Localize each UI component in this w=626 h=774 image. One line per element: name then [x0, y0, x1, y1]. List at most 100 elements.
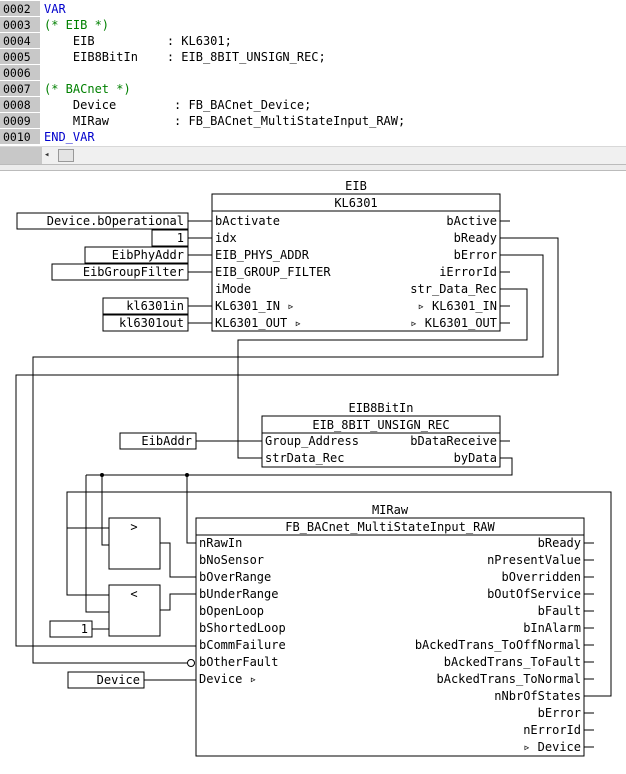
block-output-pin: bDataReceive — [410, 434, 497, 448]
line-number: 0005 — [0, 49, 40, 65]
block-input-pin: idx — [215, 231, 237, 245]
block-box — [261, 415, 501, 468]
wire — [15, 237, 559, 647]
code-line[interactable]: END_VAR — [44, 129, 95, 145]
block-output-pin: bOutOfService — [487, 587, 581, 601]
wire — [85, 475, 109, 613]
input-box-label: 1 — [81, 622, 88, 636]
input-box — [16, 212, 189, 230]
line-number: 0010 — [0, 129, 40, 145]
input-box-label: 1 — [177, 231, 184, 245]
negation-circle — [187, 659, 195, 667]
input-box — [102, 314, 189, 332]
comparator-operator: < — [130, 587, 137, 601]
block-input-pin: strData_Rec — [265, 451, 344, 465]
block-input-pin: bOverRange — [199, 570, 271, 584]
code-line[interactable]: Device : FB_BACnet_Device; — [44, 97, 311, 113]
input-box — [67, 671, 145, 689]
code-token: EIB8BitIn : EIB_8BIT_UNSIGN_REC; — [44, 50, 326, 64]
block-input-pin: EIB_GROUP_FILTER — [215, 265, 331, 279]
block-instance-name: EIB — [345, 179, 367, 193]
block-type-name: EIB_8BIT_UNSIGN_REC — [312, 418, 449, 432]
line-number: 0009 — [0, 113, 40, 129]
line-number: 0008 — [0, 97, 40, 113]
wire — [66, 491, 612, 697]
miraw-function-block: MIRawFB_BACnet_MultiStateInput_RAWnRawIn… — [195, 503, 594, 757]
input-kl6301out: kl6301out — [102, 314, 189, 332]
block-output-pin: ▹ Device — [523, 740, 581, 754]
block-output-pin: str_Data_Rec — [410, 282, 497, 296]
pane-splitter[interactable] — [0, 164, 626, 171]
block-input-pin: bShortedLoop — [199, 621, 286, 635]
block-output-pin: bReady — [538, 536, 581, 550]
less-than-block: < — [108, 584, 161, 637]
block-instance-name: MIRaw — [372, 503, 409, 517]
wire — [160, 542, 196, 578]
block-output-pin: bReady — [454, 231, 497, 245]
greater-than-block: > — [108, 517, 161, 570]
code-line[interactable]: MIRaw : FB_BACnet_MultiStateInput_RAW; — [44, 113, 405, 129]
block-output-pin: ▹ KL6301_OUT — [410, 316, 497, 330]
input-box-label: Device — [97, 673, 140, 687]
code-line[interactable]: EIB8BitIn : EIB_8BIT_UNSIGN_REC; — [44, 49, 326, 65]
input-box-label: EibAddr — [141, 434, 192, 448]
line-number: 0006 — [0, 65, 40, 81]
code-line[interactable]: VAR — [44, 1, 66, 17]
code-token: END_VAR — [44, 130, 95, 144]
block-input-pin: Group_Address — [265, 434, 359, 448]
input-box-label: Device.bOperational — [47, 214, 184, 228]
block-output-pin: bActive — [446, 214, 497, 228]
input-eibgroupfilter: EibGroupFilter — [51, 263, 189, 281]
block-output-pin: bOverridden — [502, 570, 581, 584]
block-output-pin: bAckedTrans_ToNormal — [437, 672, 582, 686]
input-box — [51, 263, 189, 281]
block-output-pin: bAckedTrans_ToOffNormal — [415, 638, 581, 652]
input-device-boperational: Device.bOperational — [16, 212, 189, 230]
line-number: 0002 — [0, 1, 40, 17]
scroll-thumb[interactable] — [58, 149, 74, 162]
line-number: 0007 — [0, 81, 40, 97]
junction-dot — [185, 473, 189, 477]
block-input-pin: bCommFailure — [199, 638, 286, 652]
block-instance-name: EIB8BitIn — [348, 401, 413, 415]
block-input-pin: bNoSensor — [199, 553, 264, 567]
comparator-box — [108, 584, 161, 637]
code-token: EIB : KL6301; — [44, 34, 232, 48]
wire — [32, 254, 544, 664]
input-lt-const: 1 — [49, 620, 93, 638]
input-box — [102, 297, 189, 315]
block-output-pin: bAckedTrans_ToFault — [444, 655, 581, 669]
block-input-pin: bOtherFault — [199, 655, 278, 669]
block-type-name: KL6301 — [334, 196, 377, 210]
comparator-operator: > — [130, 520, 137, 534]
horizontal-scrollbar[interactable]: ◂ — [0, 146, 626, 164]
line-number-gutter — [0, 147, 42, 164]
wire — [237, 288, 528, 459]
code-token: Device : FB_BACnet_Device; — [44, 98, 312, 112]
line-number: 0003 — [0, 17, 40, 33]
code-token: MIRaw : FB_BACnet_MultiStateInput_RAW; — [44, 114, 406, 128]
code-line[interactable]: (* EIB *) — [44, 17, 109, 33]
block-output-pin: bError — [538, 706, 581, 720]
input-box — [84, 246, 189, 264]
block-output-pin: iErrorId — [439, 265, 497, 279]
input-device: Device — [67, 671, 145, 689]
block-output-pin: bError — [454, 248, 497, 262]
block-output-pin: nNbrOfStates — [494, 689, 581, 703]
block-input-pin: bUnderRange — [199, 587, 278, 601]
block-input-pin: EIB_PHYS_ADDR — [215, 248, 310, 262]
code-line[interactable]: (* BACnet *) — [44, 81, 131, 97]
block-output-pin: bFault — [538, 604, 581, 618]
input-box-label: EibPhyAddr — [112, 248, 184, 262]
input-idx-const: 1 — [151, 229, 189, 247]
code-line[interactable]: EIB : KL6301; — [44, 33, 232, 49]
block-input-pin: bActivate — [215, 214, 280, 228]
input-kl6301in: kl6301in — [102, 297, 189, 315]
scroll-left-arrow-icon[interactable]: ◂ — [44, 150, 50, 160]
input-box-label: kl6301out — [119, 316, 184, 330]
block-input-pin: bOpenLoop — [199, 604, 264, 618]
block-box — [195, 517, 585, 757]
code-token: (* BACnet *) — [44, 82, 131, 96]
